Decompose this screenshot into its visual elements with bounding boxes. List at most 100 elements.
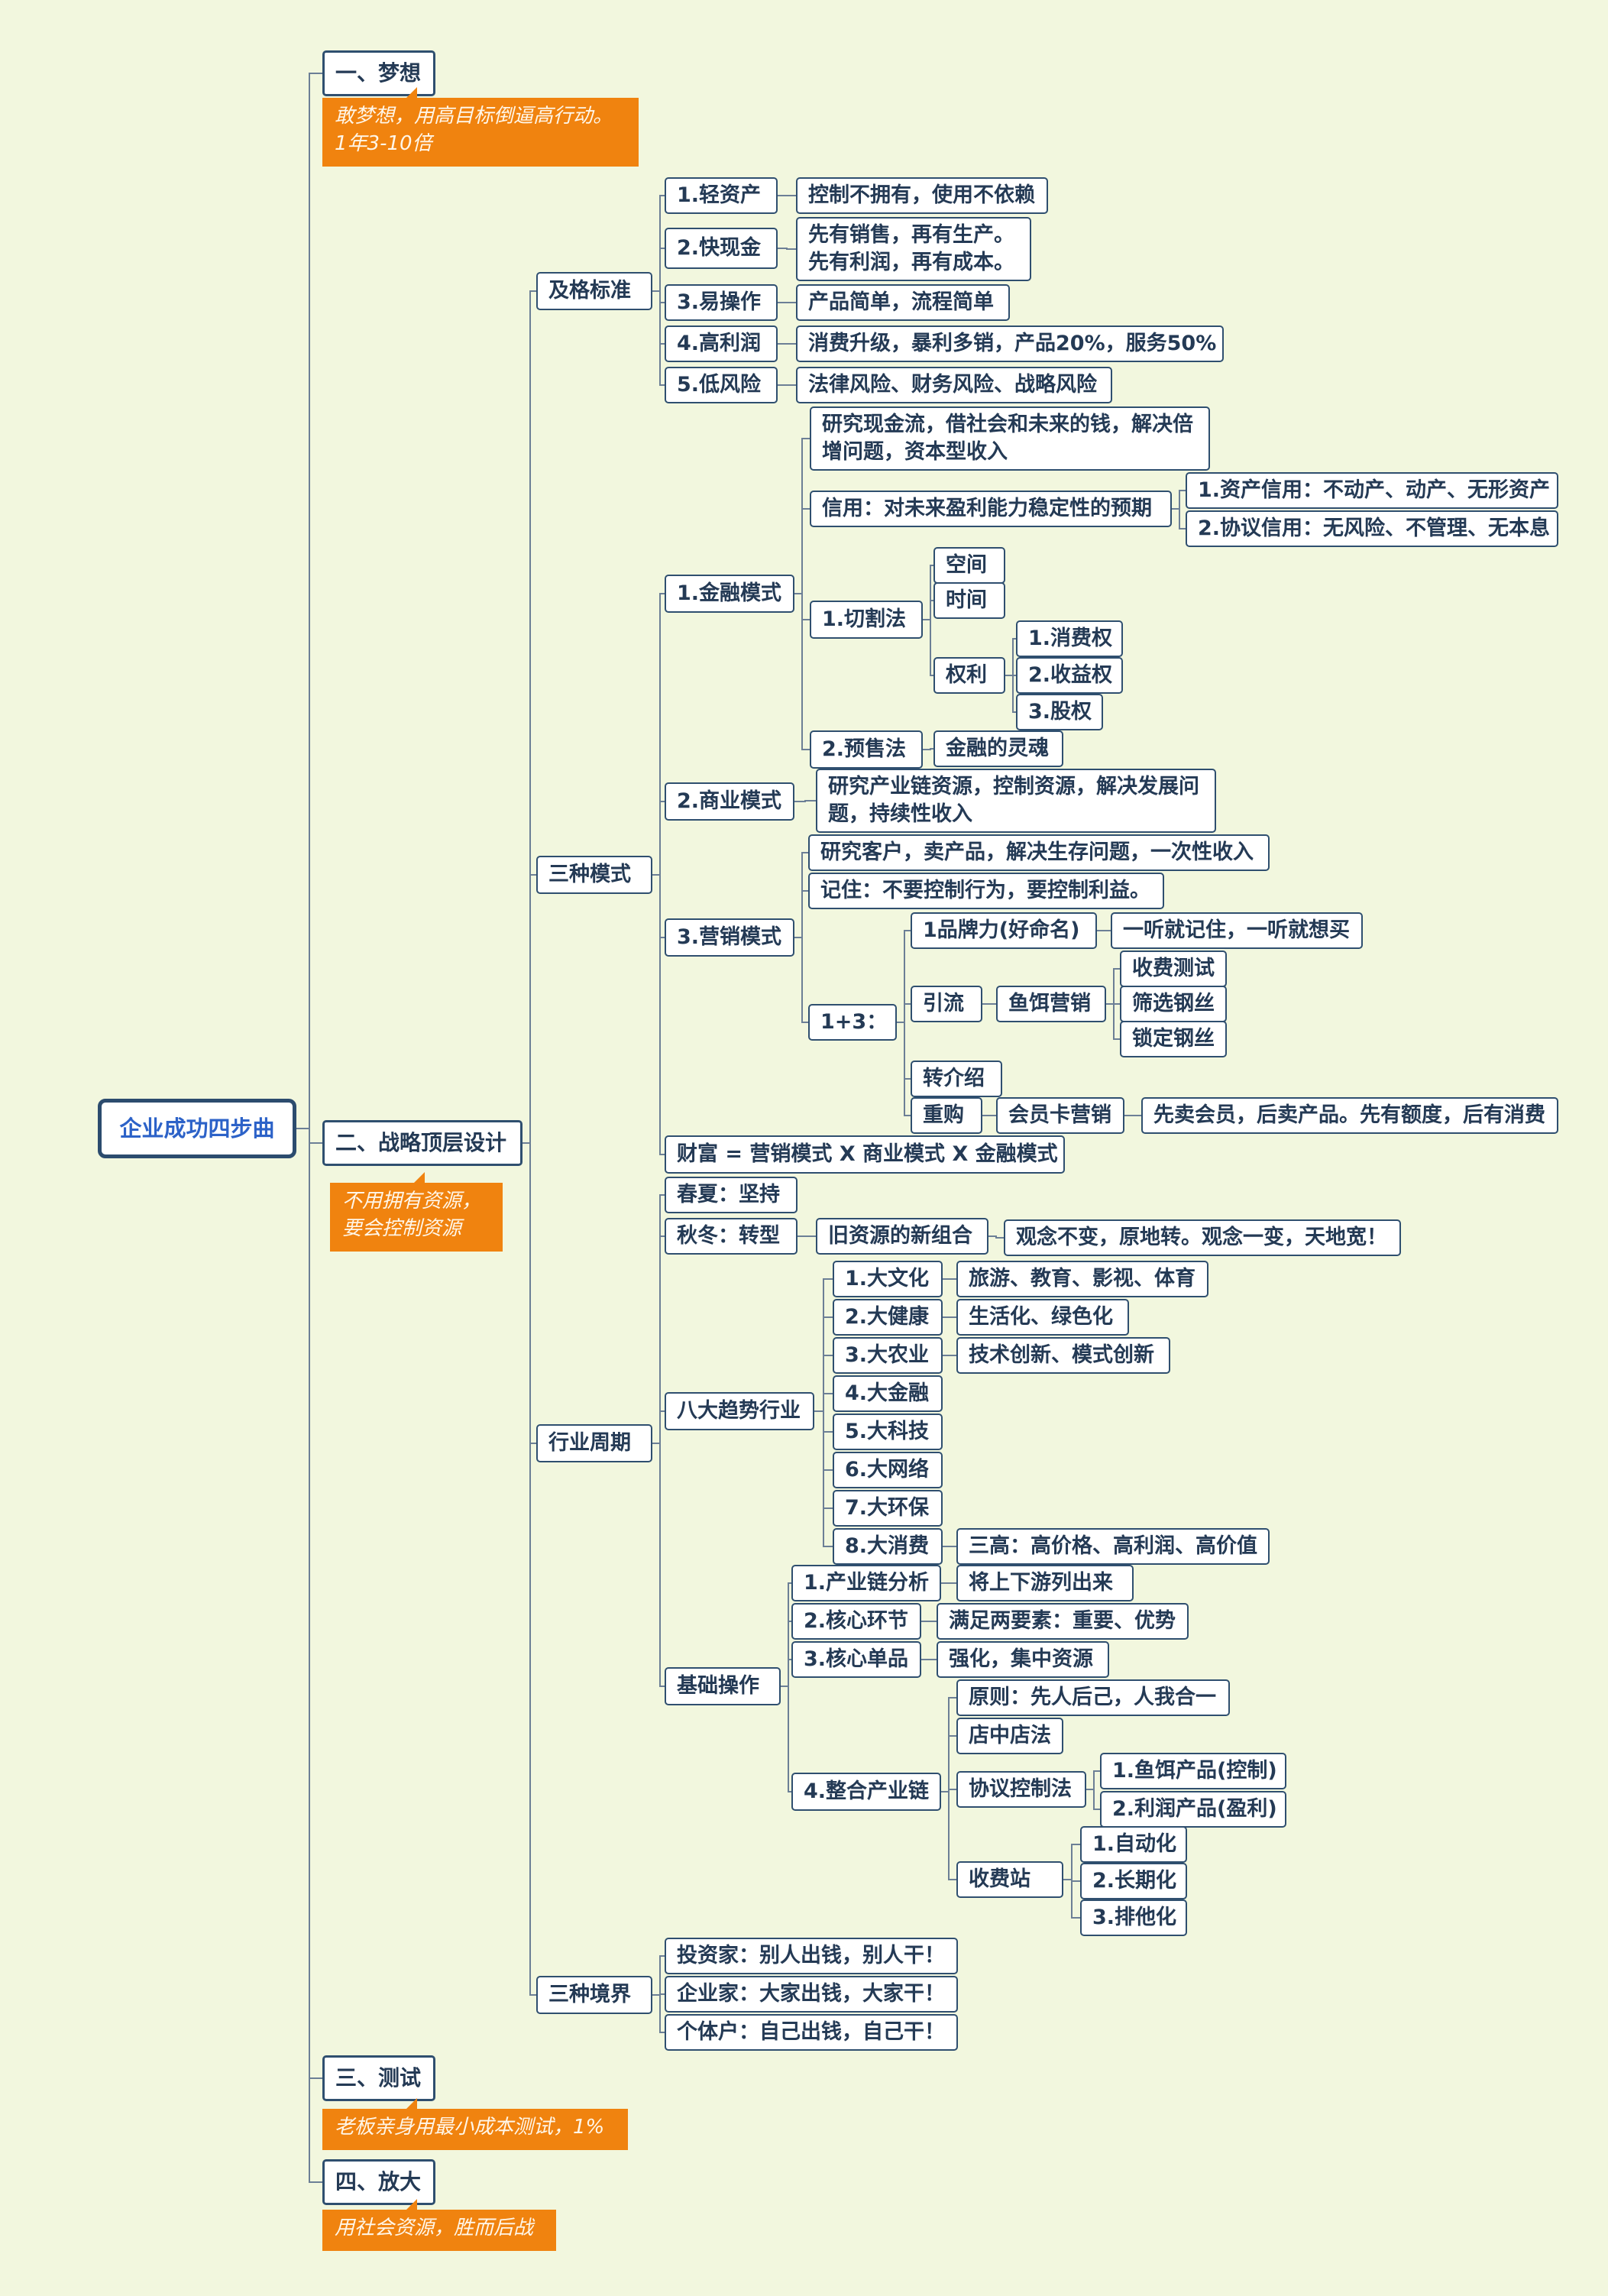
node-q4[interactable]: 4.高利润 [665, 325, 778, 362]
node-b2a[interactable]: 满足两要素：重要、优势 [937, 1603, 1189, 1640]
node-space[interactable]: 空间 [933, 547, 1005, 584]
node-e6[interactable]: 6.大网络 [833, 1452, 943, 1488]
node-bait3[interactable]: 锁定钢丝 [1120, 1021, 1227, 1057]
node-b4a[interactable]: 原则：先人后己，人我合一 [956, 1679, 1230, 1716]
node-basic[interactable]: 基础操作 [665, 1667, 781, 1705]
node-q3a[interactable]: 产品简单，流程简单 [796, 284, 1010, 321]
node-mkt-b[interactable]: 记住：不要控制行为，要控制利益。 [808, 873, 1164, 909]
node-e3a[interactable]: 技术创新、模式创新 [956, 1337, 1170, 1374]
node-cut[interactable]: 1.切割法 [810, 601, 923, 639]
node-e7[interactable]: 7.大环保 [833, 1490, 943, 1527]
node-fin[interactable]: 1.金融模式 [665, 575, 794, 613]
node-biz-a[interactable]: 研究产业链资源，控制资源，解决发展问 题，持续性收入 [816, 769, 1216, 833]
node-bait1[interactable]: 收费测试 [1120, 950, 1227, 987]
connector-step2-modes [523, 874, 536, 1144]
node-r2[interactable]: 2.收益权 [1016, 657, 1123, 694]
node-step4[interactable]: 四、放大 [322, 2159, 435, 2205]
node-e8a[interactable]: 三高：高价格、高利润、高价值 [956, 1528, 1270, 1565]
node-eight[interactable]: 八大趋势行业 [665, 1392, 814, 1430]
connector-eight-e4 [814, 1393, 833, 1412]
node-referral[interactable]: 转介绍 [911, 1061, 1002, 1097]
node-q2[interactable]: 2.快现金 [665, 228, 778, 269]
node-q1[interactable]: 1.轻资产 [665, 177, 778, 214]
note-note3[interactable]: 老板亲身用最小成本测试，1% [322, 2098, 628, 2150]
node-b3a[interactable]: 强化，集中资源 [937, 1641, 1109, 1678]
node-credit1[interactable]: 1.资产信用：不动产、动产、无形资产 [1186, 472, 1558, 509]
node-credit[interactable]: 信用：对未来盈利能力稳定性的预期 [810, 491, 1172, 527]
node-qualified[interactable]: 及格标准 [536, 272, 652, 310]
node-b4[interactable]: 4.整合产业链 [791, 1773, 941, 1811]
node-step2[interactable]: 二、战略顶层设计 [322, 1120, 523, 1166]
node-brand[interactable]: 1品牌力(好命名) [911, 912, 1097, 949]
node-e1[interactable]: 1.大文化 [833, 1261, 943, 1297]
node-q3[interactable]: 3.易操作 [665, 284, 778, 321]
node-bait2[interactable]: 筛选钢丝 [1120, 986, 1227, 1022]
node-wealth[interactable]: 财富 = 营销模式 X 商业模式 X 金融模式 [665, 1135, 1065, 1174]
node-mkt-a[interactable]: 研究客户，卖产品，解决生存问题，一次性收入 [808, 834, 1270, 871]
node-b4d1[interactable]: 1.自动化 [1080, 1826, 1187, 1863]
node-r3[interactable]: 3.股权 [1016, 694, 1103, 730]
node-b1a[interactable]: 将上下游列出来 [956, 1565, 1134, 1601]
node-realm2[interactable]: 企业家：大家出钱，大家干！ [665, 1976, 958, 2013]
connector-b4d-b4d1 [1063, 1844, 1080, 1880]
node-e1a[interactable]: 旅游、教育、影视、体育 [956, 1261, 1208, 1297]
node-e4[interactable]: 4.大金融 [833, 1375, 943, 1412]
node-b4c[interactable]: 协议控制法 [956, 1771, 1086, 1808]
node-r1[interactable]: 1.消费权 [1016, 620, 1123, 657]
node-autumn[interactable]: 秋冬：转型 [665, 1218, 798, 1255]
node-b3[interactable]: 3.核心单品 [791, 1641, 921, 1678]
node-e2[interactable]: 2.大健康 [833, 1299, 943, 1336]
node-time[interactable]: 时间 [933, 582, 1005, 619]
node-b4c2[interactable]: 2.利润产品(盈利) [1100, 1791, 1286, 1828]
node-e8[interactable]: 8.大消费 [833, 1528, 943, 1565]
node-q5a[interactable]: 法律风险、财务风险、战略风险 [796, 367, 1112, 403]
node-biz[interactable]: 2.商业模式 [665, 782, 794, 821]
node-q4a[interactable]: 消费升级，暴利多销，产品20%，服务50% [796, 325, 1224, 362]
node-q5[interactable]: 5.低风险 [665, 367, 778, 403]
node-presale-a[interactable]: 金融的灵魂 [933, 730, 1063, 767]
node-b4b[interactable]: 店中店法 [956, 1718, 1063, 1754]
node-q2a[interactable]: 先有销售，再有生产。 先有利润，再有成本。 [796, 217, 1031, 281]
node-autumn-a[interactable]: 旧资源的新组合 [816, 1218, 988, 1255]
node-e3[interactable]: 3.大农业 [833, 1337, 943, 1374]
node-one3[interactable]: 1+3： [808, 1004, 897, 1041]
node-step1[interactable]: 一、梦想 [322, 50, 435, 96]
connector-fin-presale [794, 593, 810, 750]
connector-basic-b1 [781, 1582, 791, 1687]
node-bait[interactable]: 鱼饵营销 [996, 986, 1106, 1022]
node-e5[interactable]: 5.大科技 [833, 1414, 943, 1450]
node-b2[interactable]: 2.核心环节 [791, 1603, 921, 1640]
node-mkt[interactable]: 3.营销模式 [665, 918, 794, 957]
node-repurchase[interactable]: 重购 [911, 1097, 982, 1134]
node-b4c1[interactable]: 1.鱼饵产品(控制) [1100, 1753, 1286, 1789]
note-note1[interactable]: 敢梦想，用高目标倒逼高行动。 1年3-10倍 [322, 87, 639, 167]
node-step3[interactable]: 三、测试 [322, 2055, 435, 2101]
node-credit2[interactable]: 2.协议信用：无风险、不管理、无本息 [1186, 510, 1558, 547]
node-spring[interactable]: 春夏：坚持 [665, 1177, 798, 1213]
node-realms[interactable]: 三种境界 [536, 1976, 652, 2014]
note-note2[interactable]: 不用拥有资源， 要会控制资源 [330, 1172, 503, 1252]
node-b4d2[interactable]: 2.长期化 [1080, 1863, 1187, 1899]
node-realm3[interactable]: 个体户：自己出钱，自己干！ [665, 2014, 958, 2051]
node-cycle[interactable]: 行业周期 [536, 1424, 652, 1462]
node-autumn-b[interactable]: 观念不变，原地转。观念一变，天地宽！ [1004, 1219, 1401, 1256]
note-note4[interactable]: 用社会资源，胜而后战 [322, 2199, 556, 2251]
node-member-a[interactable]: 先卖会员，后卖产品。先有额度，后有消费 [1141, 1097, 1558, 1134]
node-rights[interactable]: 权利 [933, 657, 1005, 694]
node-traffic[interactable]: 引流 [911, 986, 982, 1022]
node-member[interactable]: 会员卡营销 [996, 1097, 1124, 1134]
node-b1[interactable]: 1.产业链分析 [791, 1565, 941, 1601]
node-q1a[interactable]: 控制不拥有，使用不依赖 [796, 177, 1048, 214]
node-brand-a[interactable]: 一听就记住，一听就想买 [1111, 912, 1363, 949]
node-e2a[interactable]: 生活化、绿色化 [956, 1299, 1129, 1336]
node-presale[interactable]: 2.预售法 [810, 730, 923, 769]
node-fin-a[interactable]: 研究现金流，借社会和未来的钱，解决倍 增问题，资本型收入 [810, 406, 1210, 471]
node-root[interactable]: 企业成功四步曲 [98, 1099, 296, 1158]
node-realm1[interactable]: 投资家：别人出钱，别人干！ [665, 1938, 958, 1974]
node-b4d3[interactable]: 3.排他化 [1080, 1899, 1187, 1936]
connector-realms-realm3 [652, 1994, 665, 2033]
connector-one3-traffic [897, 1003, 911, 1023]
node-modes[interactable]: 三种模式 [536, 856, 652, 894]
connector-mkt-mkt_b [794, 890, 808, 938]
node-b4d[interactable]: 收费站 [956, 1861, 1063, 1898]
